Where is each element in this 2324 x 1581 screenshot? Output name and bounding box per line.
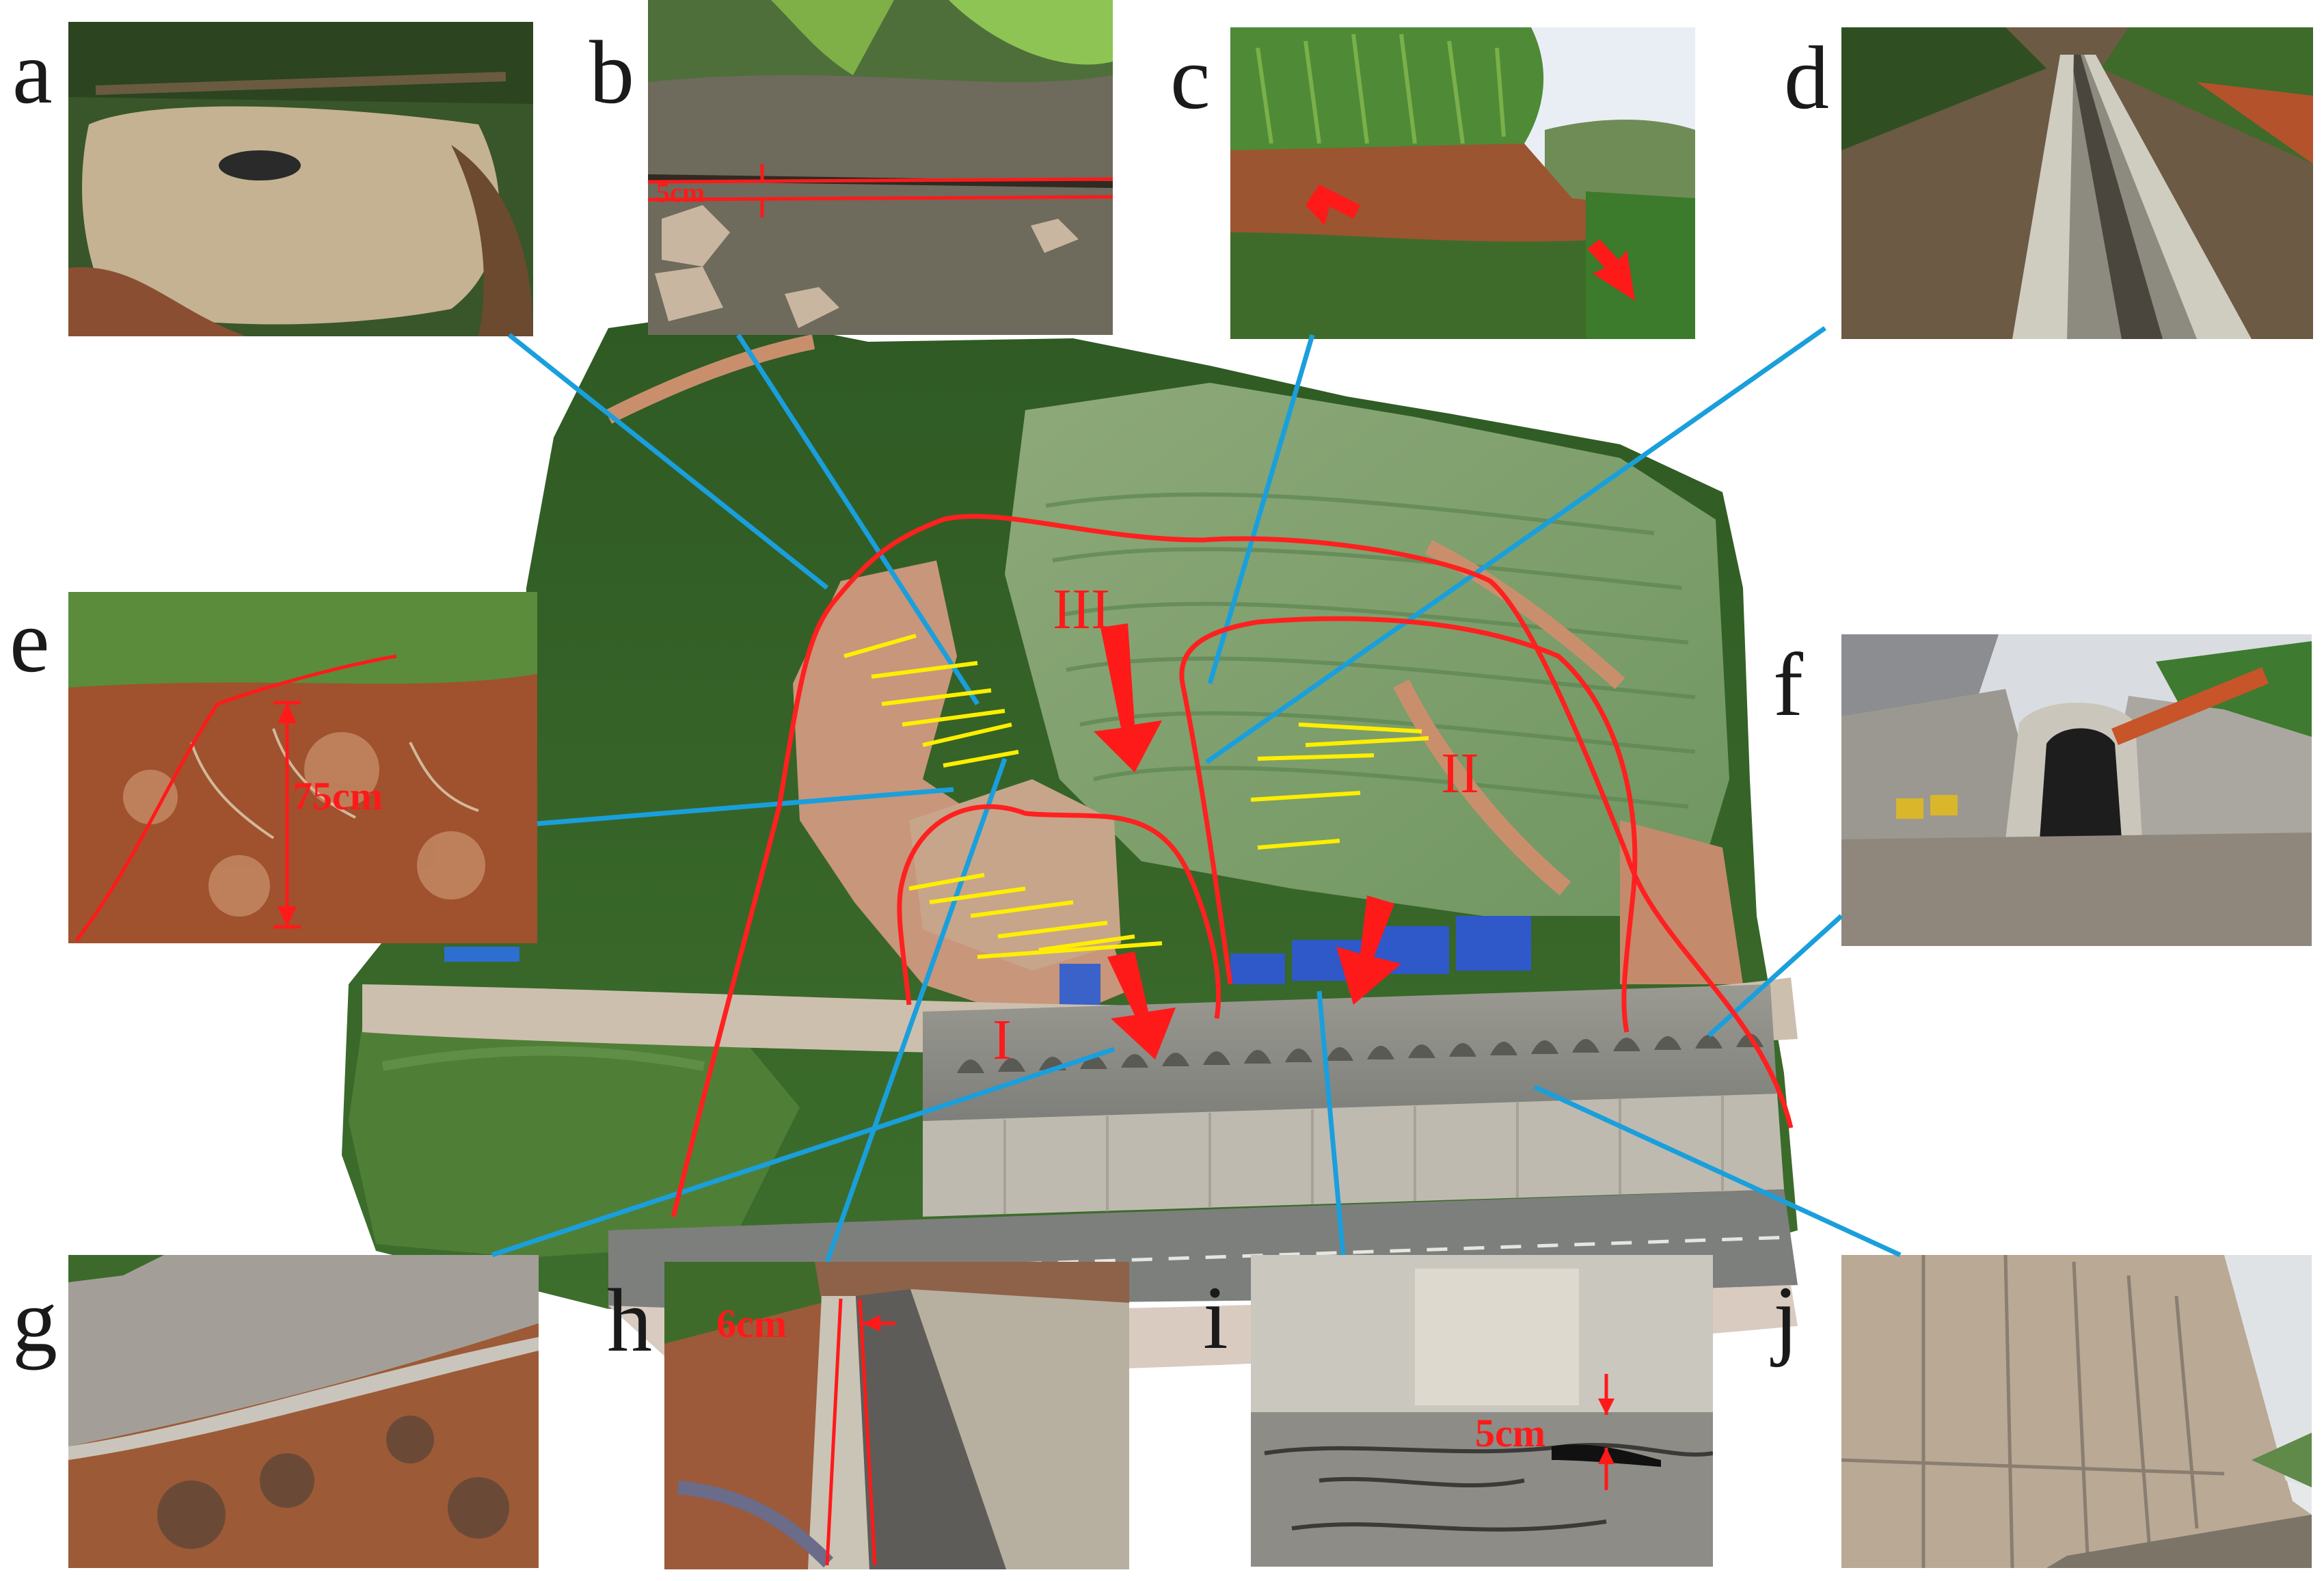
panel-b-letter: b — [589, 22, 634, 122]
zone-label-III: III — [1053, 578, 1110, 641]
measure-label-i: 5cm — [1475, 1411, 1546, 1455]
panel-h-letter: h — [607, 1270, 652, 1370]
zone-label-I: I — [992, 1008, 1012, 1072]
panel-b-photo — [648, 0, 1113, 335]
panel-f-letter: f — [1773, 634, 1803, 735]
panel-e-letter: e — [10, 591, 50, 691]
panel-a-photo — [68, 22, 533, 336]
panel-j-letter: j — [1773, 1267, 1798, 1368]
measure-label-b: 5cm — [656, 177, 705, 208]
zone-label-II: II — [1441, 742, 1479, 805]
panel-d-letter: d — [1784, 27, 1829, 128]
panel-h-photo — [664, 1262, 1129, 1569]
panel-f-photo — [1841, 634, 2312, 946]
panel-j-photo — [1841, 1255, 2312, 1568]
panel-a-letter: a — [12, 22, 53, 122]
panel-i-photo — [1251, 1255, 1713, 1567]
panel-c-letter: c — [1170, 27, 1211, 128]
panel-g-photo — [68, 1255, 539, 1568]
panel-d-photo — [1841, 27, 2313, 339]
panel-e-photo — [68, 592, 537, 943]
panel-g-letter: g — [12, 1270, 57, 1370]
measure-label-e: 75cm — [293, 774, 383, 818]
aerial-photo — [321, 301, 1811, 1394]
panel-c-photo — [1230, 27, 1695, 339]
measure-label-h: 6cm — [716, 1301, 787, 1346]
panel-i-letter: i — [1203, 1267, 1228, 1368]
